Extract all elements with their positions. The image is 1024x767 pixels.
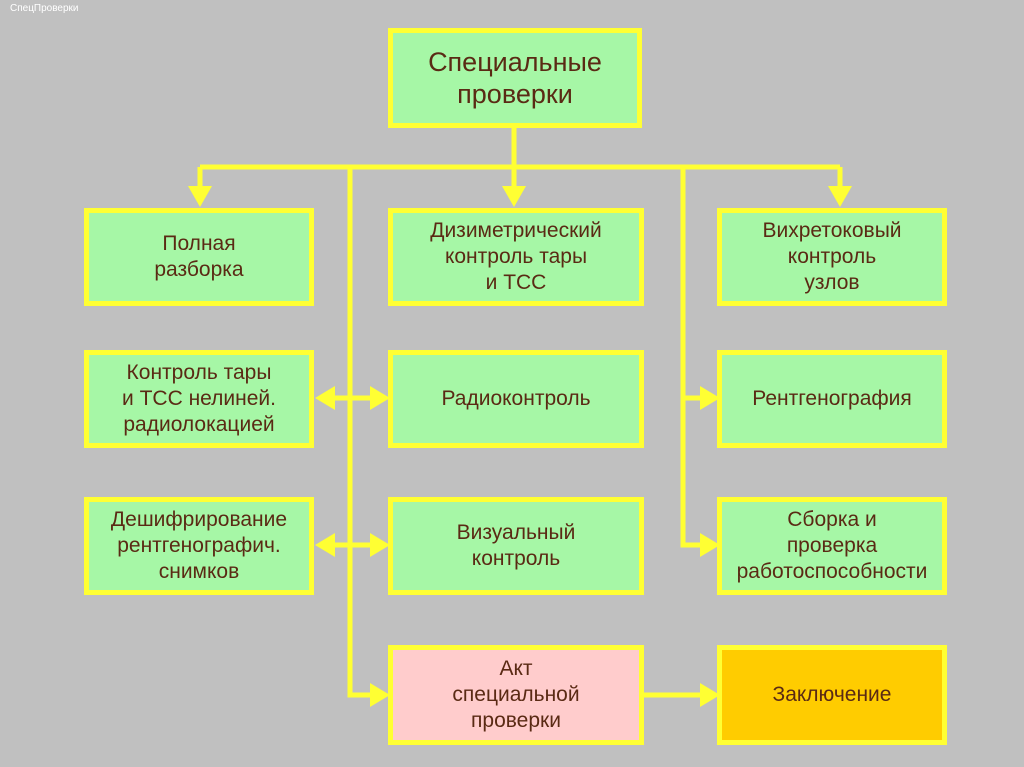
node-radiography: Рентгенография (717, 350, 947, 448)
node-radio-control: Радиоконтроль (388, 350, 644, 448)
node-special-check-act: Акт специальной проверки (388, 645, 644, 745)
node-special-checks: Специальные проверки (388, 28, 642, 128)
slide-caption: СпецПроверки (10, 3, 79, 14)
node-nonlinear-radar-control: Контроль тары и ТСС нелиней. радиолокаци… (84, 350, 314, 448)
node-assembly-check: Сборка и проверка работоспособности (717, 497, 947, 595)
node-full-disassembly: Полная разборка (84, 208, 314, 306)
node-conclusion: Заключение (717, 645, 947, 745)
node-xray-decoding: Дешифрирование рентгенографич. снимков (84, 497, 314, 595)
node-eddy-current-control: Вихретоковый контроль узлов (717, 208, 947, 306)
node-visual-control: Визуальный контроль (388, 497, 644, 595)
node-dosimetric-control: Дизиметрический контроль тары и ТСС (388, 208, 644, 306)
